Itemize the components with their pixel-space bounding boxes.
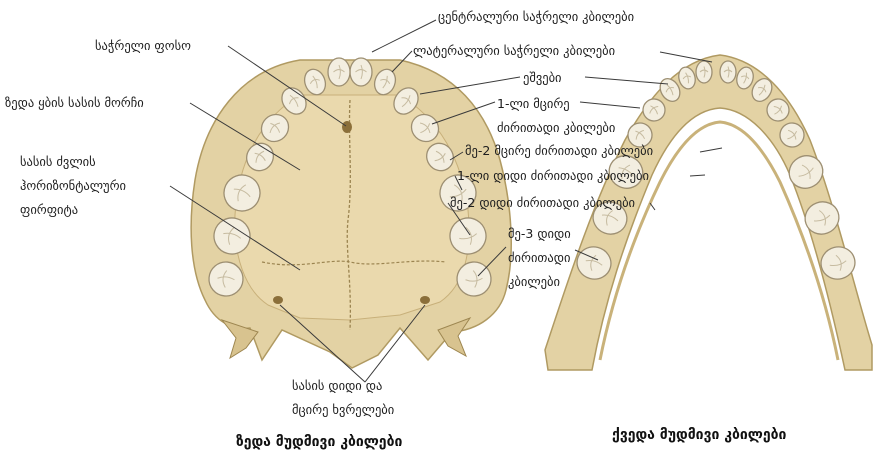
label-second-molar: მე-2 დიდი ძირითადი კბილები xyxy=(450,195,635,210)
label-palatine-canals: სასის დიდი და მცირე ხვრელები xyxy=(292,374,394,422)
label-second-premolar: მე-2 მცირე ძირითადი კბილები xyxy=(465,143,653,158)
upper-central-incisor-left xyxy=(328,58,350,86)
lower-central-incisor-left xyxy=(696,61,712,83)
upper-arch xyxy=(191,58,511,368)
label-first-premolar: 1-ლი მცირე ძირითადი კბილები xyxy=(497,92,615,140)
greater-palatine-foramen-left xyxy=(273,296,283,304)
label-canines: ეშვები xyxy=(523,70,562,85)
label-central-incisors: ცენტრალური საჭრელი კბილები xyxy=(438,9,634,24)
label-third-molar: მე-3 დიდი ძირითადი კბილები xyxy=(508,222,571,294)
caption-lower-teeth: ქვედა მუდმივი კბილები xyxy=(612,427,786,443)
incisive-fossa xyxy=(342,121,352,133)
label-first-molar: 1-ლი დიდი ძირითადი კბილები xyxy=(457,168,649,183)
greater-palatine-foramen-right xyxy=(420,296,430,304)
lower-central-incisor-right xyxy=(720,61,736,83)
caption-upper-teeth: ზედა მუდმივი კბილები xyxy=(236,434,402,450)
label-incisive-fossa: საჭრელი ფოსო xyxy=(95,38,191,53)
label-palatine-process: ზედა ყბის სასის მორჩი xyxy=(5,95,144,110)
label-lateral-incisors: ლატერალური საჭრელი კბილები xyxy=(413,43,615,58)
upper-central-incisor-right xyxy=(350,58,372,86)
label-palatine-bone-horizontal-plate: სასის ძვლის ჰორიზონტალური ფირფიტა xyxy=(20,150,126,222)
